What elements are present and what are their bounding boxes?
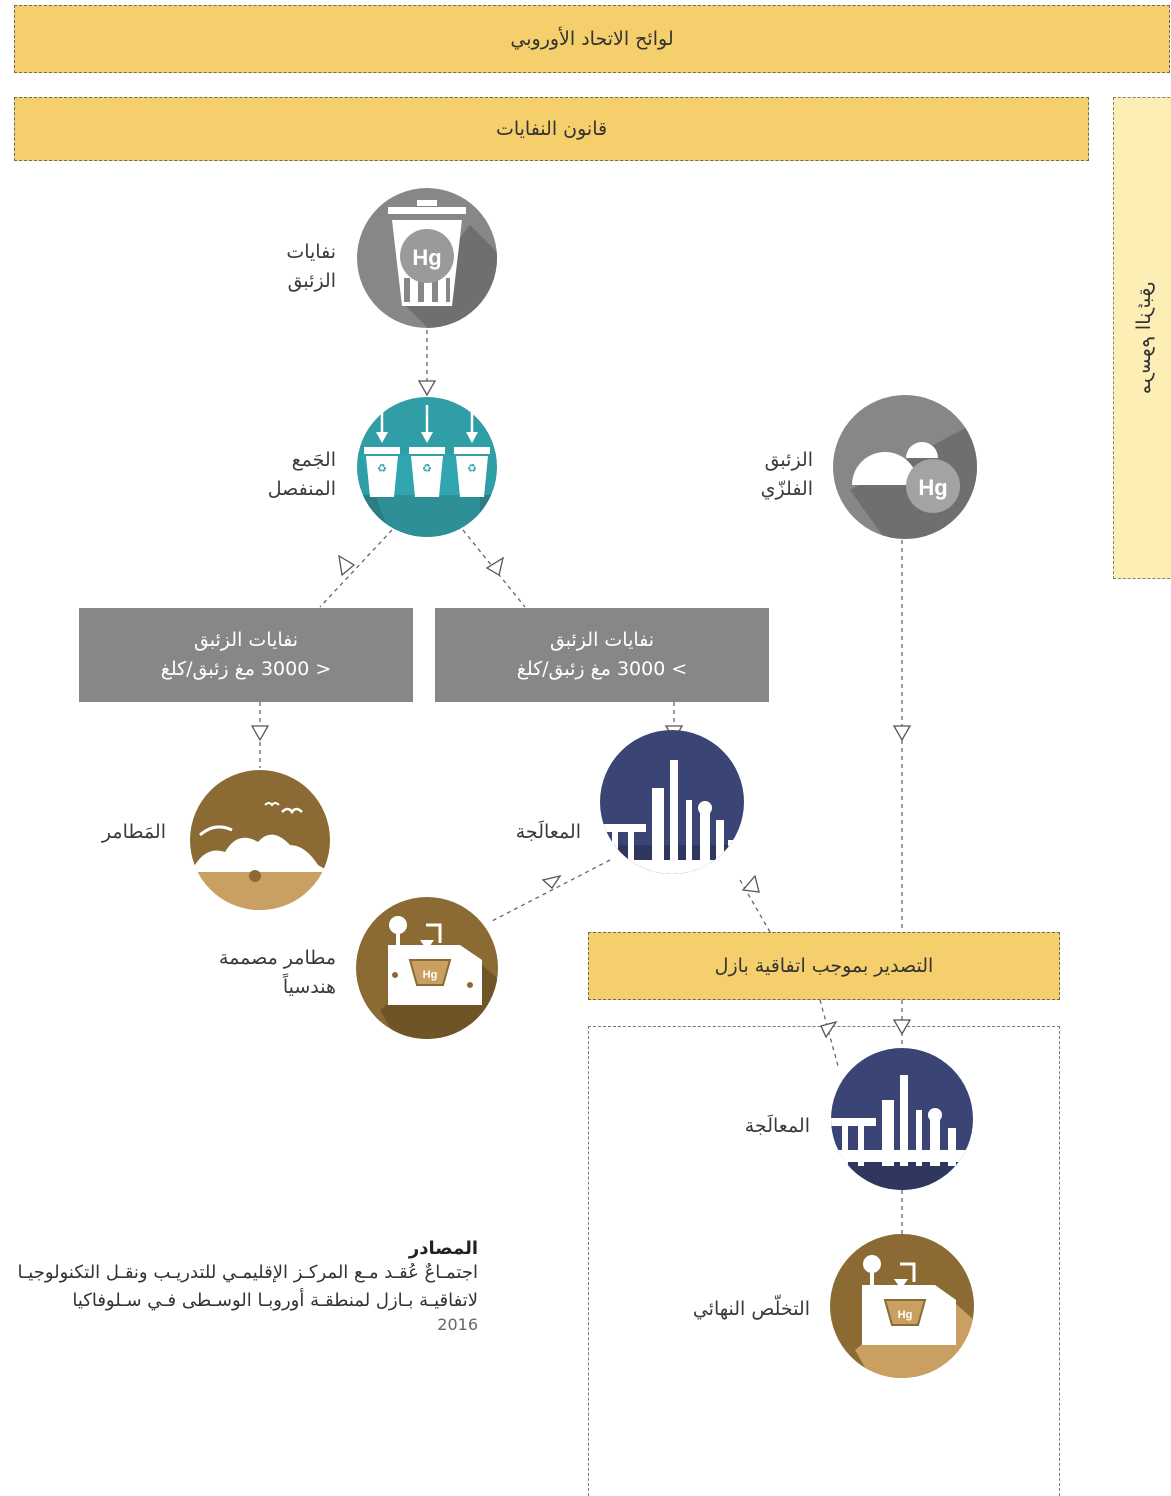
arrow-head [338,554,356,577]
sources-year: 2016 [437,1314,478,1334]
svg-text:♻: ♻ [467,462,477,475]
treatment-label: المعالَجة [515,821,581,843]
sources-heading: المصادر [408,1238,478,1259]
refinery-icon [831,1048,973,1190]
hg-symbol: Hg [918,475,947,500]
high-box-threshold: > 3000 مغ زئبق/كلغ [516,658,688,680]
trash-bin-icon: Hg [357,188,497,328]
sources-line-1: اجتمـاعٌ عُقـد مـع المركـز الإقليمـي للت… [17,1262,479,1283]
mercury-decree-band: مرسوم الزئبق [1113,97,1171,579]
mercury-waste-label: نفايات الزئبق [286,241,336,292]
final-disposal-label: التخلّص النهائي [692,1298,810,1320]
eu-regulations-band: لوائح الاتحاد الأوروبي [14,5,1170,73]
arrow-head [892,1019,912,1036]
high-box-title: نفايات الزئبق [549,628,655,651]
low-box-threshold: < 3000 مغ زئبق/كلغ [160,658,332,680]
waste-law-label: قانون النفايات [495,118,608,140]
treatment-abroad-label: المعالَجة [744,1115,810,1137]
arrow-head [820,1020,838,1039]
hg-symbol: Hg [423,969,438,981]
arrow-head [485,556,504,577]
hg-symbol: Hg [898,1309,913,1321]
waste-law-band: قانون النفايات [14,97,1089,161]
engineered-landfills-label: مطامر مصممة هندسياً [218,947,336,998]
underground-storage-icon: Hg [356,897,498,1039]
metallic-mercury-label: الزئبق الفلزّي [760,449,813,500]
refinery-icon [600,730,744,874]
high-concentration-box: نفايات الزئبق > 3000 مغ زئبق/كلغ [435,608,769,702]
sources-block: المصادر اجتمـاعٌ عُقـد مـع المركـز الإقل… [0,1238,479,1334]
low-concentration-box: نفايات الزئبق < 3000 مغ زئبق/كلغ [79,608,413,702]
landfills-label: المَطامر [101,821,166,843]
arrow-head [417,380,437,397]
arrow-head [892,725,912,742]
arrowheads [250,380,912,1251]
landfill-icon [190,770,330,910]
sources-line-2: لاتفاقيـة بـازل لمنطقـة أوروبـا الوسـطى … [72,1289,478,1311]
low-box-title: نفايات الزئبق [193,628,299,651]
hg-symbol: Hg [412,245,441,270]
recycling-bins-icon: ♻ ♻ ♻ [357,397,497,537]
separate-collection-label: الجَمع المنفصل [267,449,336,500]
arrow-head [741,874,760,893]
svg-text:♻: ♻ [377,462,387,475]
arrow-head [541,874,562,889]
underground-storage-icon: Hg [830,1234,974,1378]
eu-regulations-label: لوائح الاتحاد الأوروبي [510,28,674,50]
svg-text:♻: ♻ [422,462,432,475]
mercury-droplets-icon: Hg [833,395,977,539]
basel-export-band: التصدير بموجب اتفاقية بازل [588,932,1060,1000]
arrow-head [250,725,270,742]
basel-export-label: التصدير بموجب اتفاقية بازل [714,955,934,977]
